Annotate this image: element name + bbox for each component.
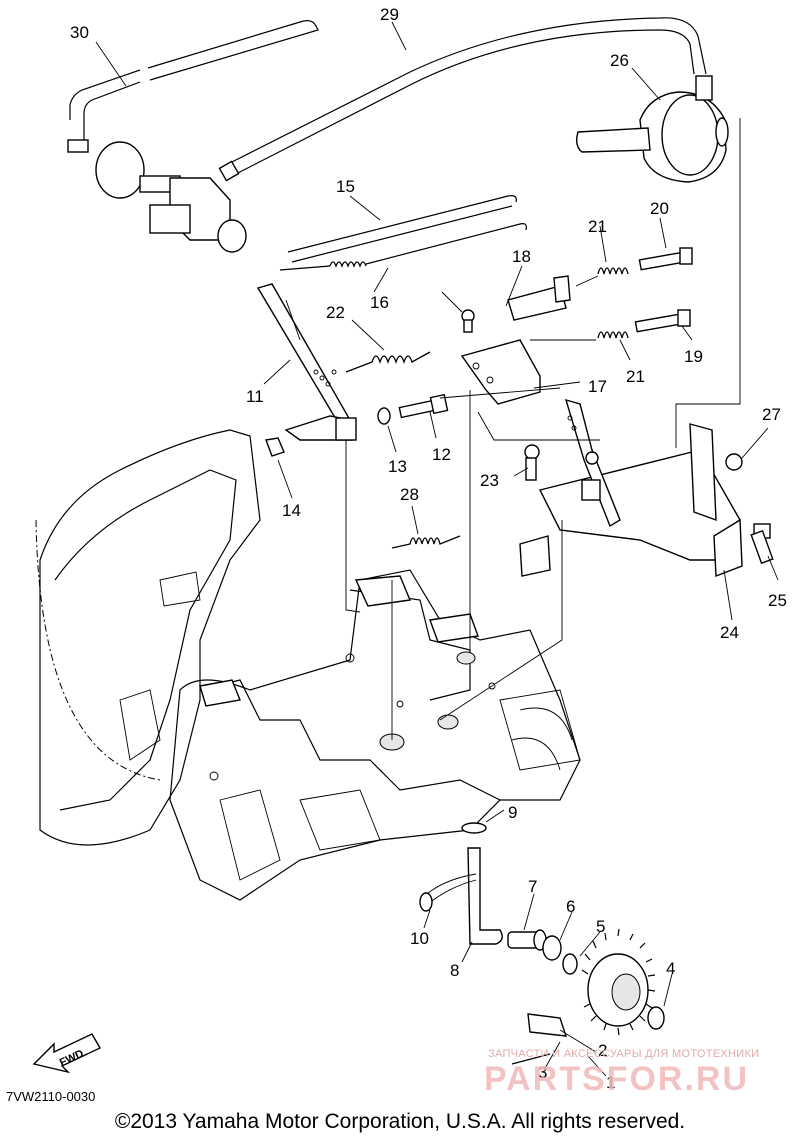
label-3: 3 — [538, 1063, 547, 1082]
watermark-logo: PARTSFOR.RU — [484, 1060, 750, 1098]
label-13: 13 — [388, 457, 407, 476]
label-11: 11 — [246, 387, 264, 406]
label-15: 15 — [336, 177, 355, 196]
engine-housing — [35, 429, 261, 846]
label-28: 28 — [400, 485, 419, 504]
part-11-lever — [256, 283, 357, 441]
label-16: 16 — [370, 293, 389, 312]
part-12-13-14-hardware — [265, 393, 449, 457]
label-12: 12 — [432, 445, 451, 464]
label-2: 2 — [598, 1041, 607, 1060]
label-1: 1 — [606, 1073, 615, 1092]
label-23: 23 — [480, 471, 499, 490]
governor-assembly — [419, 822, 665, 1065]
label-26: 26 — [610, 51, 629, 70]
assembly-leader-lines — [285, 118, 741, 740]
label-21-bottom: 21 — [626, 367, 645, 386]
part-28-spring — [391, 535, 461, 549]
label-20: 20 — [650, 199, 669, 218]
label-8: 8 — [450, 961, 459, 980]
part-29-cable — [218, 17, 707, 182]
label-18: 18 — [512, 247, 531, 266]
label-24: 24 — [720, 623, 739, 642]
part-22-spring — [345, 351, 431, 373]
label-6: 6 — [566, 897, 575, 916]
watermark-tagline: ЗАПЧАСТИ И АКСЕССУАРЫ ДЛЯ МОТОТЕХНИКИ — [488, 1048, 760, 1060]
copyright-notice: ©2013 Yamaha Motor Corporation, U.S.A. A… — [114, 1110, 686, 1133]
label-7: 7 — [528, 877, 537, 896]
label-10: 10 — [410, 929, 429, 948]
diagram-code: 7VW2110-0030 — [6, 1089, 96, 1104]
part-19-20-21-bolts-springs — [597, 247, 693, 339]
label-27: 27 — [762, 405, 781, 424]
part-number-labels: 30 29 26 15 20 21 18 16 22 19 21 17 11 2… — [70, 5, 787, 1092]
label-22: 22 — [326, 303, 345, 322]
label-25: 25 — [768, 591, 787, 610]
label-21-top: 21 — [588, 217, 607, 236]
part-30-hose-filter — [67, 20, 319, 253]
label-14: 14 — [282, 501, 301, 520]
part-17-18-bracket — [460, 275, 571, 405]
label-17: 17 — [588, 377, 607, 396]
part-26-actuator — [575, 75, 729, 183]
label-9: 9 — [508, 803, 517, 822]
label-4: 4 — [666, 959, 675, 978]
part-23-25-27-bolts — [524, 444, 774, 565]
label-29: 29 — [380, 5, 399, 24]
part-15-16-rods — [279, 195, 527, 271]
part-24-bracket — [519, 398, 743, 578]
engine-block — [169, 569, 581, 901]
fwd-arrow: FWD — [32, 1033, 101, 1074]
label-19: 19 — [684, 347, 703, 366]
label-30: 30 — [70, 23, 89, 42]
label-5: 5 — [596, 917, 605, 936]
callout-leaders — [95, 21, 779, 1077]
